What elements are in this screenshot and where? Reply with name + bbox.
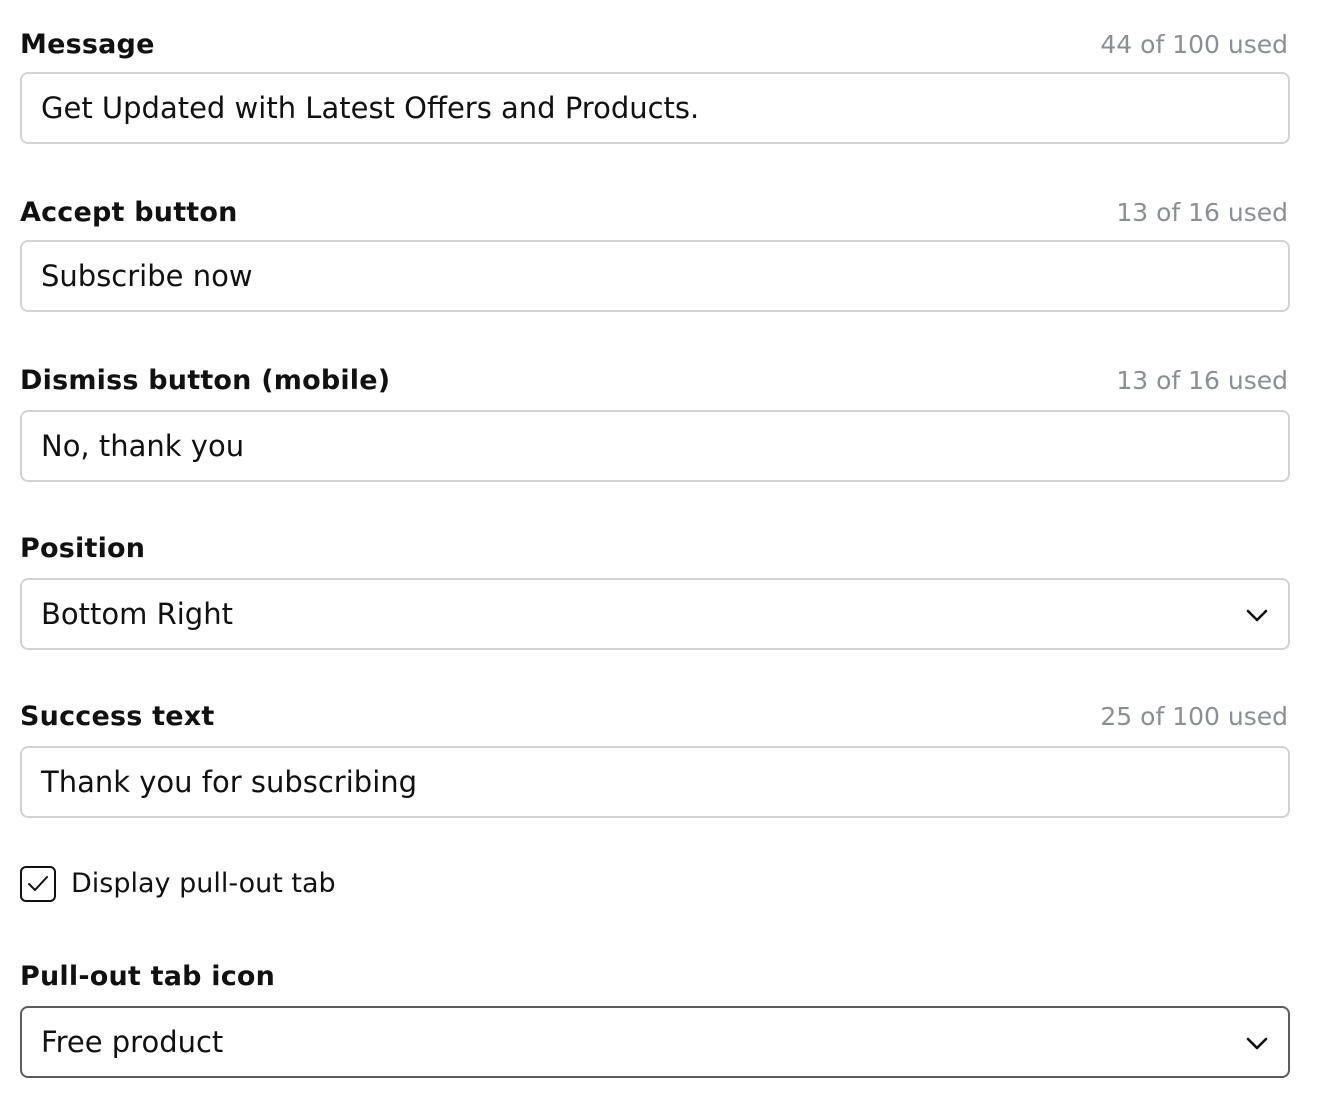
accept-button-input-value: Subscribe now — [41, 259, 253, 293]
success-text-char-counter: 25 of 100 used — [1100, 702, 1288, 731]
success-text-label-row: Success text 25 of 100 used — [20, 699, 1290, 735]
accept-button-label-row: Accept button 13 of 16 used — [20, 195, 1290, 231]
message-input-value: Get Updated with Latest Offers and Produ… — [41, 91, 700, 125]
chevron-down-icon — [1246, 1037, 1268, 1050]
success-text-input-value: Thank you for subscribing — [41, 765, 418, 799]
checkmark-icon — [28, 876, 48, 891]
success-text-label: Success text — [20, 701, 215, 732]
dismiss-button-input[interactable]: No, thank you — [20, 410, 1290, 482]
success-text-input[interactable]: Thank you for subscribing — [20, 746, 1290, 818]
pull-out-tab-icon-label-row: Pull-out tab icon — [20, 959, 1290, 995]
position-selected-value: Bottom Right — [41, 597, 233, 631]
position-select[interactable]: Bottom Right — [20, 578, 1290, 650]
message-char-counter: 44 of 100 used — [1100, 30, 1288, 59]
dismiss-button-label-row: Dismiss button (mobile) 13 of 16 used — [20, 363, 1290, 399]
position-label-row: Position — [20, 531, 1290, 567]
pull-out-tab-checkbox-label[interactable]: Display pull-out tab — [71, 868, 336, 899]
dismiss-button-char-counter: 13 of 16 used — [1116, 366, 1288, 395]
pull-out-tab-icon-select[interactable]: Free product — [20, 1006, 1290, 1078]
accept-button-char-counter: 13 of 16 used — [1116, 198, 1288, 227]
pull-out-tab-icon-selected-value: Free product — [41, 1025, 224, 1059]
message-label: Message — [20, 29, 155, 60]
pull-out-tab-icon-label: Pull-out tab icon — [20, 961, 276, 992]
message-label-row: Message 44 of 100 used — [20, 27, 1290, 63]
pull-out-tab-checkbox[interactable] — [20, 866, 56, 902]
chevron-down-icon — [1246, 609, 1268, 622]
position-label: Position — [20, 533, 146, 564]
pull-out-tab-option[interactable]: Display pull-out tab — [20, 866, 420, 902]
dismiss-button-input-value: No, thank you — [41, 429, 245, 463]
accept-button-label: Accept button — [20, 197, 238, 228]
accept-button-input[interactable]: Subscribe now — [20, 240, 1290, 312]
message-input[interactable]: Get Updated with Latest Offers and Produ… — [20, 72, 1290, 144]
dismiss-button-label: Dismiss button (mobile) — [20, 365, 391, 396]
